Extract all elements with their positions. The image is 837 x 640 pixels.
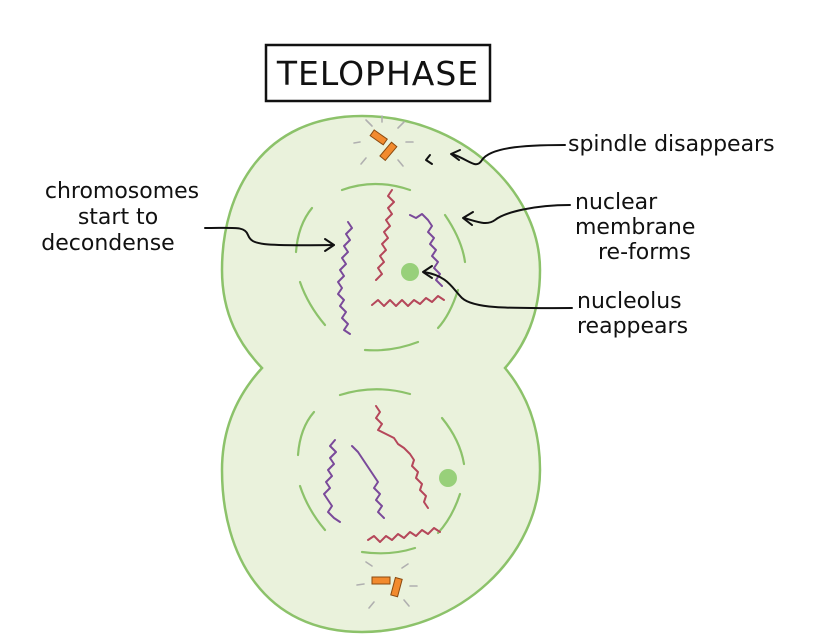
label-nucleolus-line1: nucleolus <box>577 289 682 314</box>
chromosome-red-3 <box>375 405 429 509</box>
top-centriole <box>353 115 414 167</box>
top-chromosomes <box>337 189 445 335</box>
chromosome-red-1 <box>375 189 395 281</box>
bottom-nucleolus <box>439 469 457 487</box>
top-spindle-remnants <box>353 115 414 167</box>
label-nucleolus-line2: reappears <box>577 314 688 339</box>
chromosome-red-4 <box>367 527 441 543</box>
top-nucleolus <box>401 263 419 281</box>
page-title: TELOPHASE <box>276 54 479 93</box>
chromosome-purple-3 <box>323 439 341 523</box>
cell-membrane <box>220 114 542 634</box>
bottom-nuclear-membrane <box>296 388 466 555</box>
chromosome-red-2 <box>371 295 445 307</box>
arrow-spindle <box>451 144 566 166</box>
label-nuclear-membrane: nuclear membrane re-forms <box>575 190 695 265</box>
label-chromosomes-line1: chromosomes <box>45 179 199 204</box>
arrow-spindle-tick <box>425 154 433 165</box>
bottom-centriole <box>356 561 418 609</box>
arrow-nucleolus <box>423 271 573 310</box>
annotation-arrows <box>204 144 573 310</box>
label-chromosomes-line2: start to <box>78 205 158 230</box>
label-nuclear-line1: nuclear <box>575 190 658 215</box>
arrow-chromosomes <box>204 226 335 247</box>
bottom-chromosomes <box>323 405 441 543</box>
chromosome-purple-2 <box>409 213 443 287</box>
label-spindle: spindle disappears <box>568 132 775 157</box>
label-chromosomes-line3: decondense <box>41 231 174 256</box>
title-frame <box>264 43 492 103</box>
bottom-spindle-remnants <box>356 561 418 609</box>
arrow-nuclear-membrane <box>463 204 571 225</box>
top-nuclear-membrane <box>294 182 467 352</box>
title-box: TELOPHASE <box>264 43 492 103</box>
label-nuclear-line2: membrane <box>575 215 695 240</box>
label-chromosomes: chromosomes start to decondense <box>41 179 199 256</box>
label-nuclear-line3: re-forms <box>598 240 691 265</box>
chromosome-purple-1 <box>337 221 353 335</box>
label-nucleolus: nucleolus reappears <box>577 289 688 339</box>
chromosome-purple-4 <box>351 445 385 519</box>
